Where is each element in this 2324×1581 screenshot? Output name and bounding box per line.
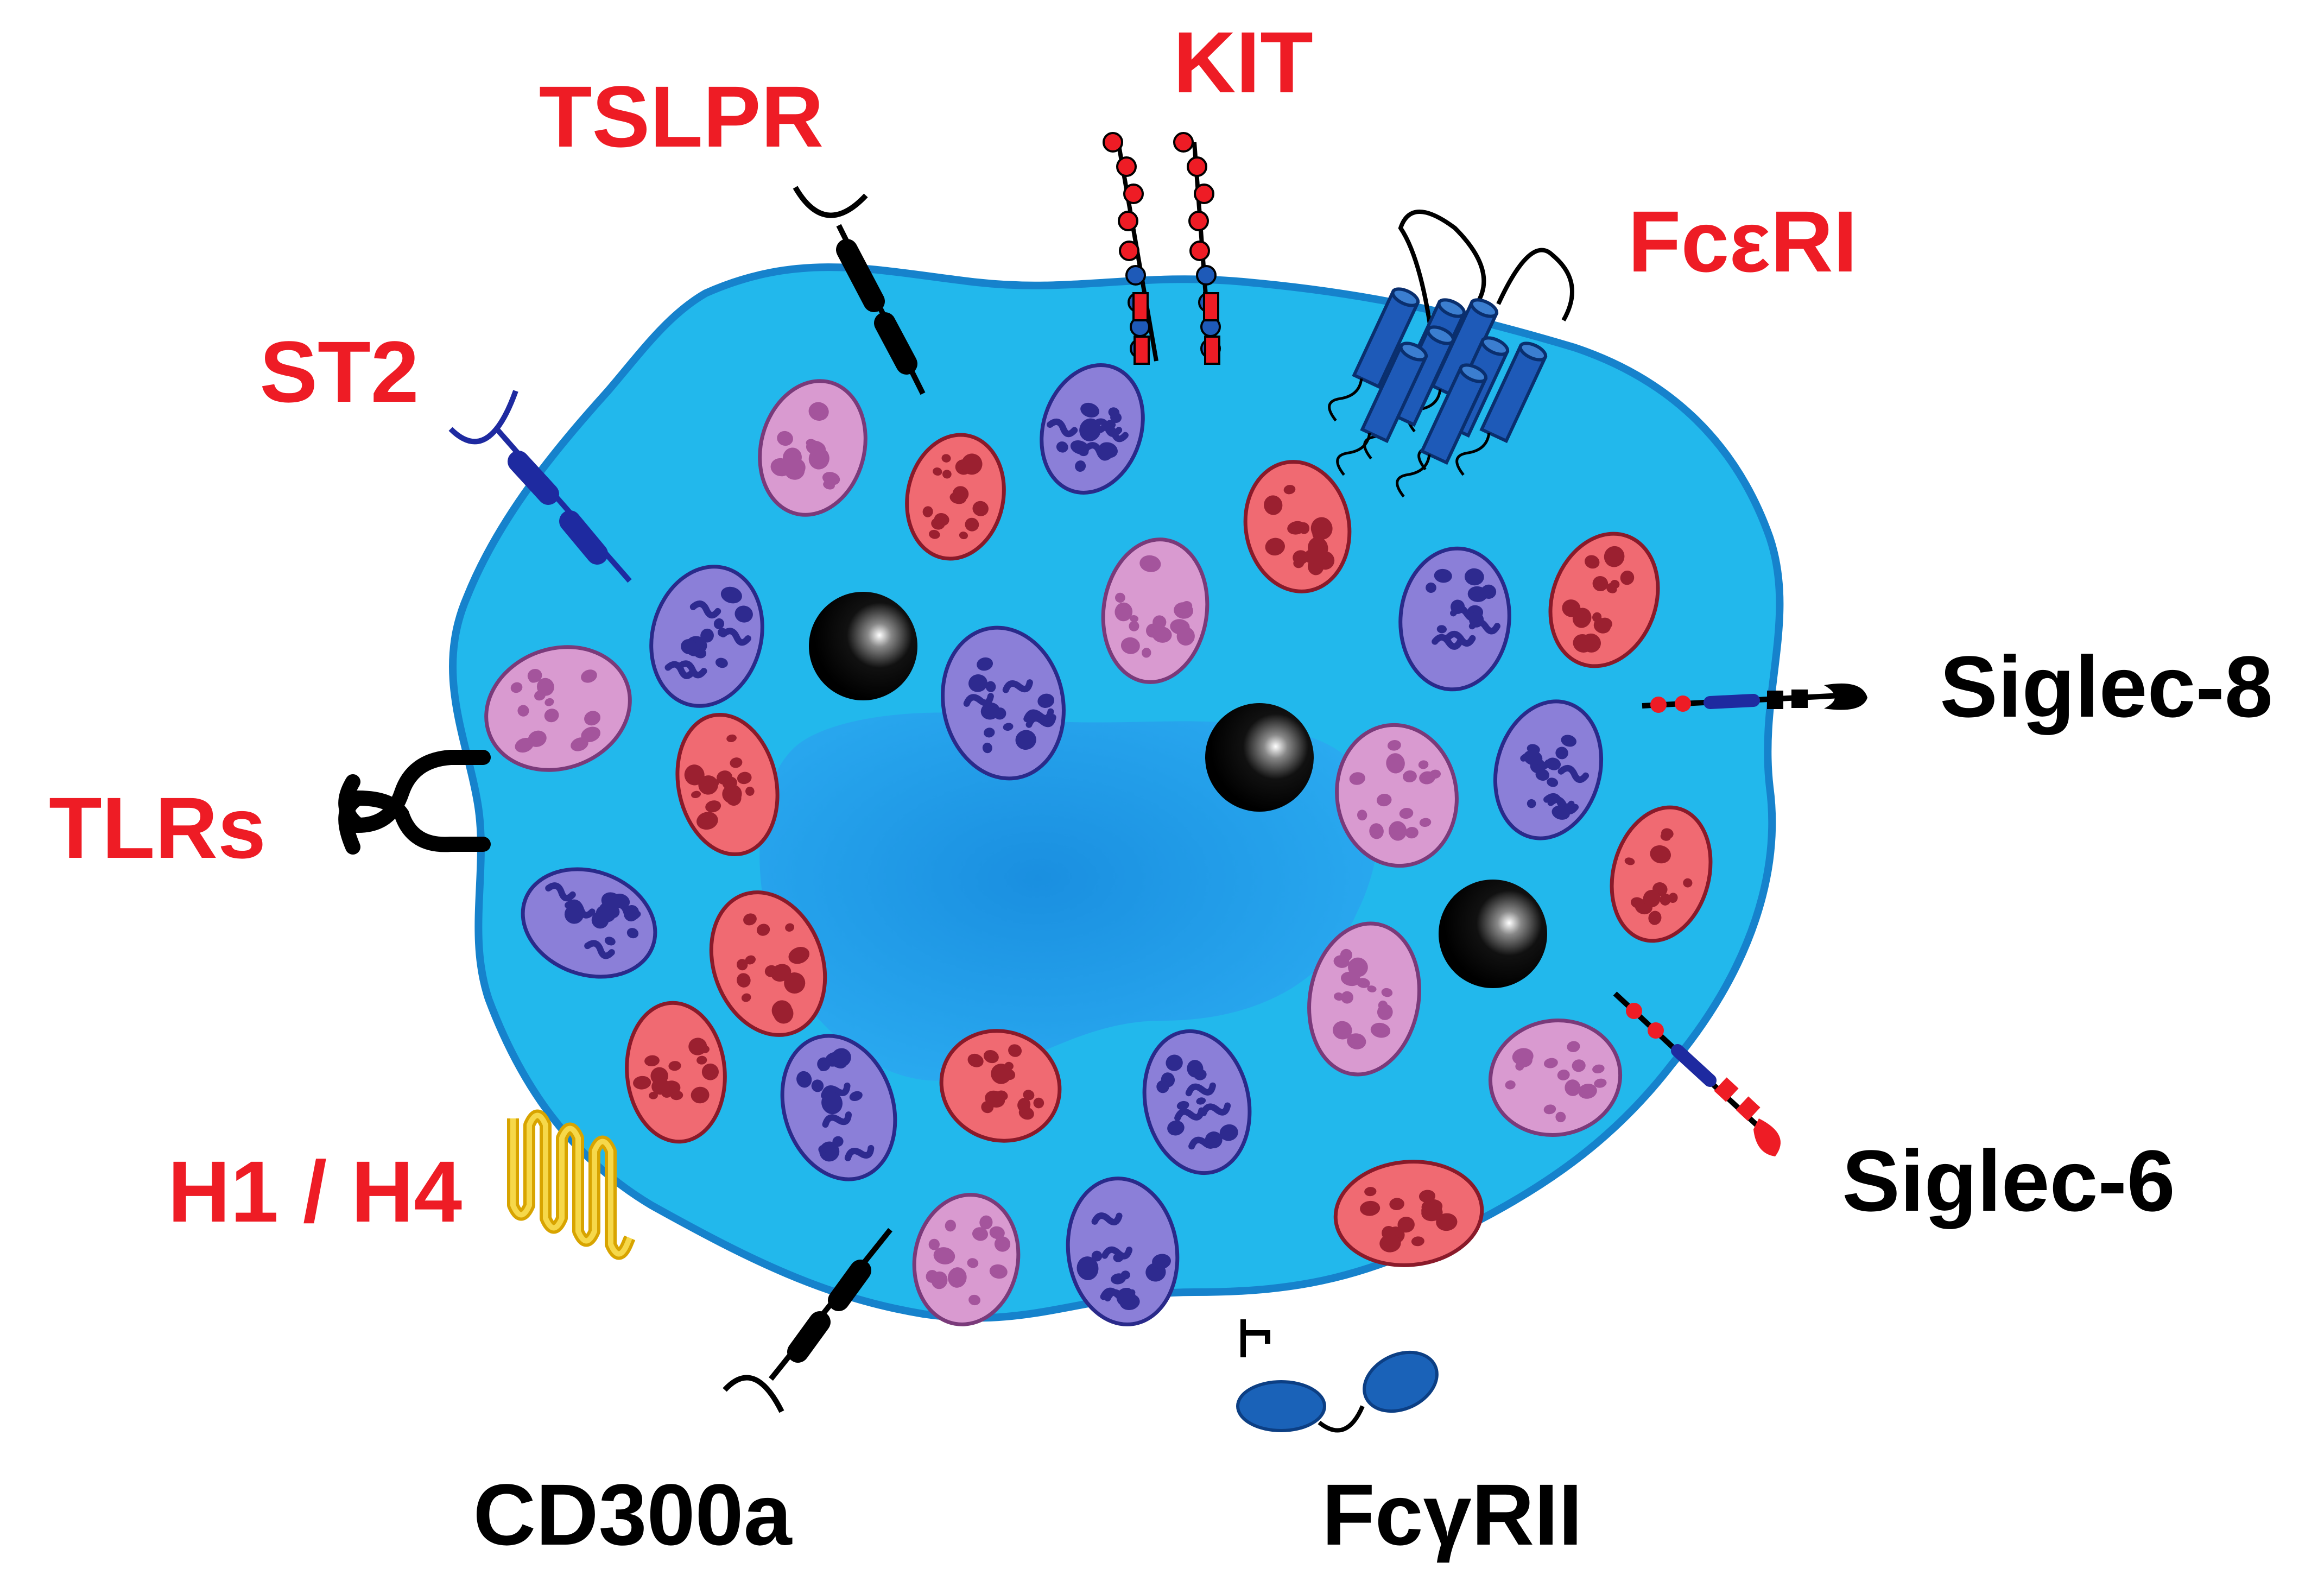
granule [521, 867, 657, 979]
granule [1610, 805, 1713, 943]
label-h1-h4: H1 / H4 [168, 1143, 462, 1240]
granule [1398, 546, 1511, 692]
label-fcgrii: FcγRII [1322, 1466, 1582, 1563]
granule [675, 712, 780, 857]
granule [1488, 1019, 1623, 1137]
granule [1333, 1160, 1484, 1267]
granule [1493, 699, 1604, 840]
siglec-8-receptor-icon [1642, 683, 1867, 713]
vesicle [809, 592, 917, 700]
label-tslpr: TSLPR [539, 68, 824, 165]
granule [1040, 363, 1145, 495]
granule [780, 1034, 897, 1181]
kit-receptor-icon [1103, 132, 1221, 365]
granule [941, 625, 1066, 781]
granule [1243, 460, 1352, 593]
st2-receptor-icon [448, 390, 632, 583]
granule [1307, 921, 1421, 1077]
label-cd300a: CD300a [473, 1466, 792, 1563]
label-siglec-6: Siglec-6 [1842, 1132, 2175, 1229]
tslpr-receptor-icon [793, 186, 926, 395]
secretory-vesicles [809, 592, 1547, 988]
granule [1142, 1029, 1252, 1175]
granule [1548, 532, 1660, 668]
granule [625, 1001, 727, 1144]
label-kit: KIT [1173, 14, 1313, 111]
granule [1335, 723, 1459, 868]
granule [939, 1029, 1062, 1143]
label-fceri: FcεRI [1628, 193, 1858, 290]
toll-like-receptor-icon [338, 750, 491, 855]
granule [912, 1193, 1021, 1326]
label-siglec-8: Siglec-8 [1940, 638, 2273, 735]
granule [1101, 537, 1210, 684]
vesicle [1205, 703, 1314, 812]
siglec-6-receptor-icon [1613, 991, 1781, 1156]
seven-transmembrane-receptor-icon [1328, 210, 1574, 498]
gpcr-icon [507, 1109, 636, 1260]
granules [484, 363, 1713, 1326]
label-st2: ST2 [259, 323, 419, 420]
granule [1066, 1177, 1180, 1326]
granule [905, 433, 1006, 561]
granule [709, 890, 827, 1037]
nucleus [759, 712, 1378, 1081]
granule [484, 645, 632, 772]
vesicle [1439, 880, 1547, 988]
fc-receptor-icon [1236, 1319, 1439, 1433]
granule [649, 565, 764, 708]
granule [758, 379, 867, 517]
cd300a-receptor-icon [723, 1228, 892, 1413]
label-tlrs: TLRs [49, 779, 266, 876]
